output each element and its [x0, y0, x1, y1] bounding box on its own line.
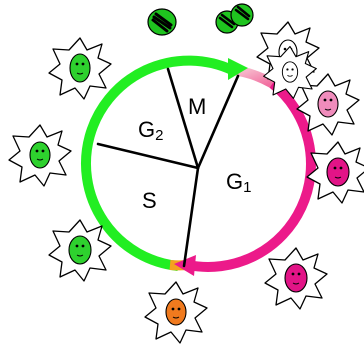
divider-s-g1 [184, 168, 198, 266]
mitotic-cell-pair [216, 4, 253, 33]
phase-label-m: M [188, 94, 206, 119]
divider-g2-s [98, 144, 198, 168]
cell-magenta-right [307, 142, 364, 203]
cell-magenta-bottom-right [265, 248, 327, 309]
divider-g1-m [198, 76, 238, 168]
phase-label-g2: G2 [138, 117, 163, 144]
s-g2-arc [86, 61, 232, 266]
mitotic-cell-single [148, 9, 176, 35]
phase-label-g1: G1 [226, 169, 251, 196]
cell-orange-bottom [145, 282, 207, 343]
cell-green-bottom-left [49, 220, 111, 281]
cell-green-left [9, 125, 71, 186]
cell-green-top-left [49, 38, 111, 99]
phase-label-s: S [142, 188, 157, 213]
g1-arc [188, 84, 311, 267]
